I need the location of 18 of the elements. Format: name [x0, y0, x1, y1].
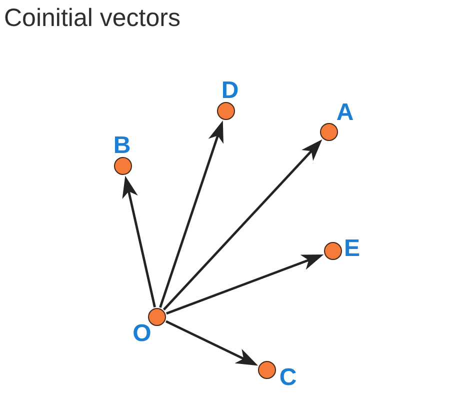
point-dot	[114, 157, 132, 175]
point-label: E	[344, 237, 360, 261]
vector-arrow	[159, 120, 224, 308]
point-label: D	[221, 79, 239, 103]
point-dot	[324, 242, 342, 260]
point-label: B	[113, 134, 131, 158]
point-label: C	[279, 366, 297, 390]
point-dot	[320, 123, 338, 141]
vector-arrow	[162, 139, 322, 311]
point-label: A	[336, 101, 354, 125]
point-dot	[258, 361, 276, 379]
diagram-title: Coinitial vectors	[4, 5, 180, 32]
vector-arrow	[166, 254, 324, 315]
vector-arrow	[122, 176, 156, 308]
point-dot	[217, 102, 235, 120]
point-dot	[148, 308, 166, 326]
vector-arrow	[165, 320, 258, 366]
point-label: O	[132, 322, 152, 346]
